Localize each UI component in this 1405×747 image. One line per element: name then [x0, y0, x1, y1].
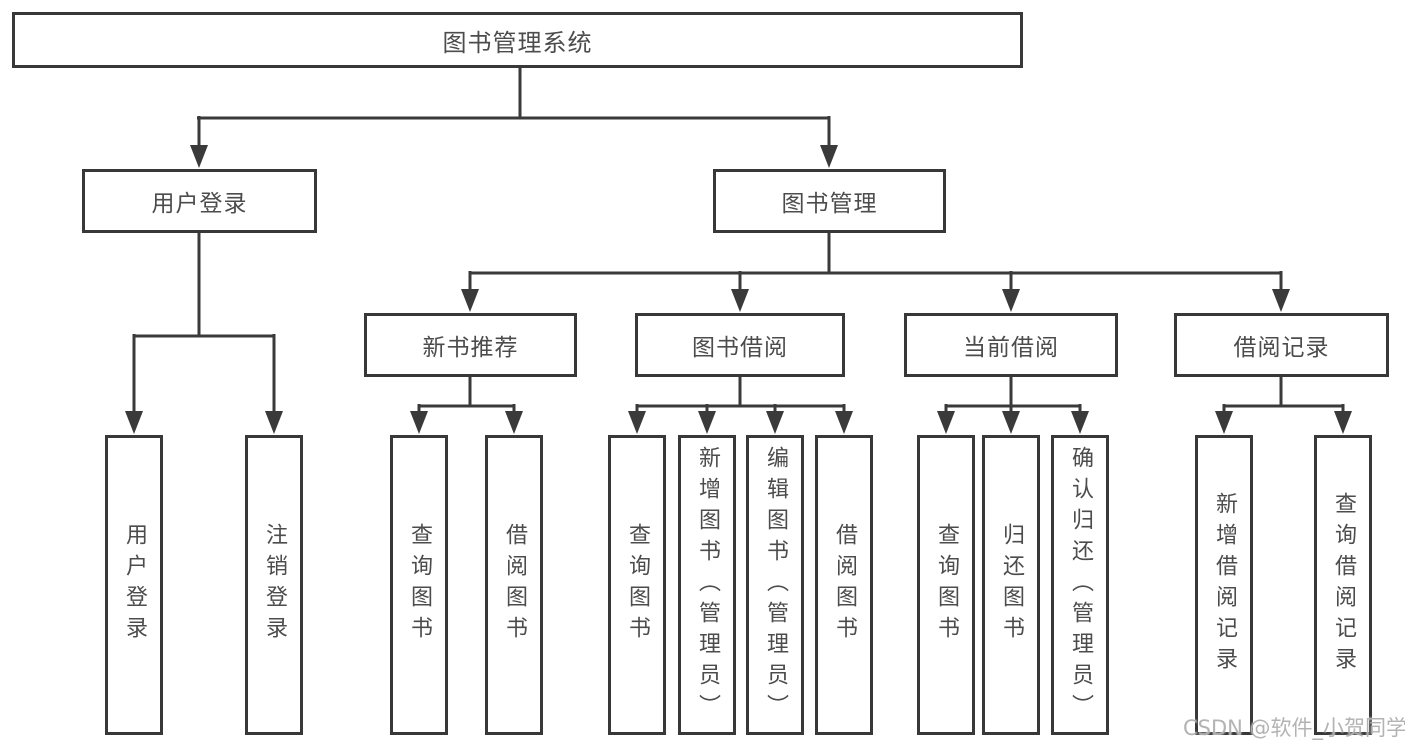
leaf-query-books-recommend: 查询图书 — [390, 435, 448, 735]
node-user-login: 用户登录 — [82, 169, 317, 233]
leaf-logout: 注销登录 — [245, 435, 303, 735]
node-current-borrow: 当前借阅 — [904, 313, 1118, 377]
node-new-book-recommend: 新书推荐 — [364, 313, 577, 377]
leaf-borrow-books-recommend: 借阅图书 — [485, 435, 543, 735]
leaf-borrow-books: 借阅图书 — [815, 435, 873, 735]
node-book-borrow: 图书借阅 — [635, 313, 845, 377]
node-borrow-records: 借阅记录 — [1174, 313, 1389, 377]
leaf-user-login: 用户登录 — [105, 435, 163, 735]
leaf-return-book: 归还图书 — [982, 435, 1040, 735]
leaf-add-book-admin: 新增图书（管理员） — [678, 435, 736, 735]
leaf-add-borrow-record: 新增借阅记录 — [1195, 435, 1253, 735]
leaf-confirm-return-admin: 确认归还（管理员） — [1051, 435, 1109, 735]
node-library-system: 图书管理系统 — [12, 12, 1023, 68]
leaf-query-borrow-record: 查询借阅记录 — [1314, 435, 1372, 735]
leaf-query-books-current: 查询图书 — [917, 435, 975, 735]
leaf-query-books-borrow: 查询图书 — [608, 435, 666, 735]
node-book-management: 图书管理 — [713, 169, 946, 233]
csdn-watermark: CSDN @软件_小贺同学 — [1183, 716, 1405, 740]
leaf-edit-book-admin: 编辑图书（管理员） — [746, 435, 804, 735]
